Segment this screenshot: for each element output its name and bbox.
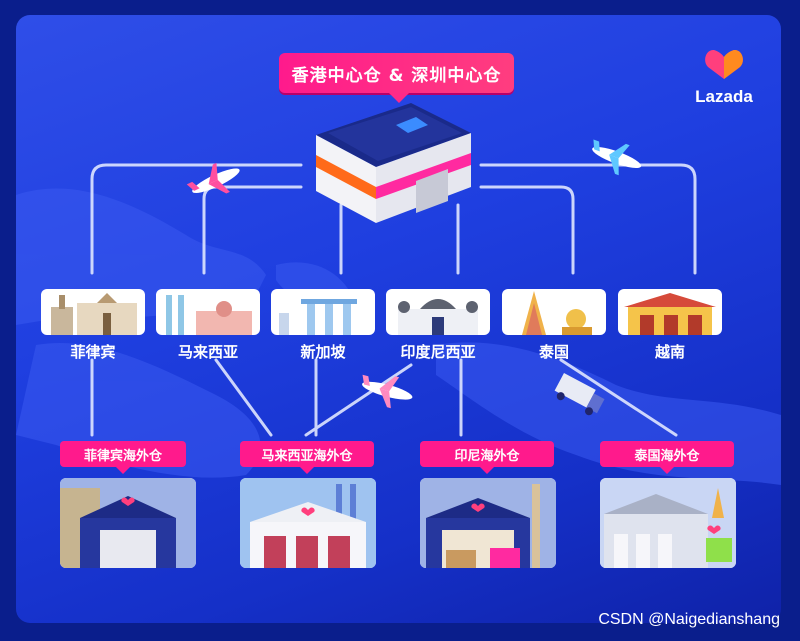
truck-icon — [554, 373, 605, 416]
malaysia-landmark-icon — [166, 295, 252, 335]
hub-label-pointer — [389, 93, 409, 103]
plane-left-icon — [186, 162, 240, 194]
country-card-thailand — [502, 289, 606, 335]
country-card-vietnam — [618, 289, 722, 335]
warehouse-indonesia-icon — [420, 478, 556, 568]
watermark-text: CSDN @Naigedianshang — [598, 611, 780, 628]
country-name-vietnam: 越南 — [654, 343, 685, 361]
lazada-logo: Lazada — [684, 47, 764, 107]
country-card-philippines — [41, 289, 145, 335]
plane-middle-icon — [362, 374, 413, 409]
lazada-logo-text: Lazada — [695, 87, 753, 106]
warehouse-malaysia-icon — [240, 478, 376, 568]
warehouse-card-indonesia — [420, 478, 556, 568]
indonesia-landmark-icon — [398, 299, 478, 335]
country-name-philippines: 菲律宾 — [70, 343, 116, 361]
warehouse-card-malaysia — [240, 478, 376, 568]
country-card-indonesia — [386, 289, 490, 335]
diagram-canvas: 香港中心仓 & 深圳中心仓 Lazada 菲律宾 马来西亚 — [16, 15, 781, 623]
country-card-singapore — [271, 289, 375, 335]
warehouse-label-malaysia: 马来西亚海外仓 — [240, 441, 374, 474]
route-lines — [90, 163, 697, 437]
country-name-singapore: 新加坡 — [300, 343, 346, 361]
country-name-malaysia: 马来西亚 — [177, 343, 238, 361]
warehouse-card-philippines — [60, 478, 196, 568]
country-name-indonesia: 印度尼西亚 — [400, 343, 476, 361]
singapore-landmark-icon — [279, 299, 357, 335]
warehouse-thailand-icon — [600, 478, 736, 568]
hub-label: 香港中心仓 & 深圳中心仓 — [279, 53, 514, 93]
country-card-malaysia — [156, 289, 260, 335]
warehouse-card-thailand — [600, 478, 736, 568]
vietnam-landmark-icon — [624, 293, 716, 335]
thailand-landmark-icon — [522, 291, 592, 335]
warehouse-label-thailand: 泰国海外仓 — [600, 441, 734, 474]
lazada-heart-icon — [705, 49, 743, 79]
warehouse-philippines-icon — [60, 478, 196, 568]
warehouse-label-philippines: 菲律宾海外仓 — [60, 441, 186, 474]
philippines-landmark-icon — [51, 293, 137, 335]
country-name-thailand: 泰国 — [538, 343, 569, 361]
central-warehouse-graphic — [316, 103, 471, 223]
plane-right-icon — [592, 139, 642, 176]
warehouse-label-indonesia: 印尼海外仓 — [420, 441, 554, 474]
